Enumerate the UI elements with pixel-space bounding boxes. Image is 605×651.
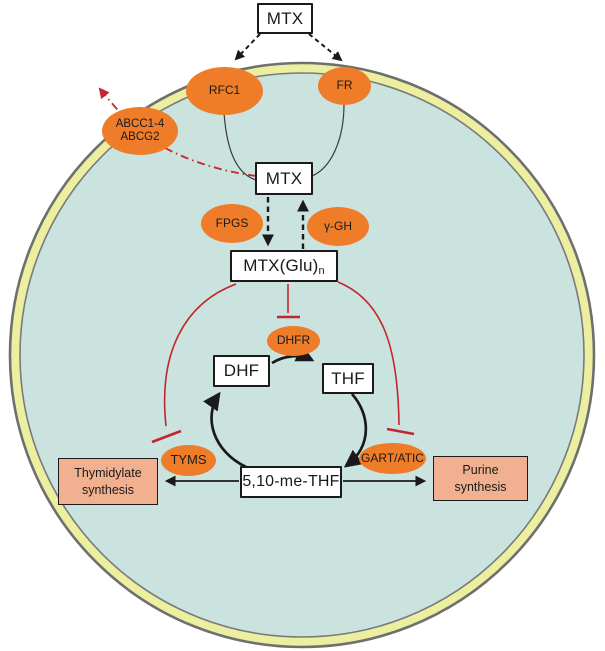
node-rfc1-transporter: RFC1 bbox=[186, 67, 263, 115]
edge-thf-to-methf bbox=[343, 393, 368, 468]
node-fr-receptor: FR bbox=[318, 67, 371, 105]
node-label-line1: ABCC1-4 bbox=[115, 117, 165, 130]
node-thymidylate-synthesis: Thymidylate synthesis bbox=[58, 458, 158, 505]
node-label: THF bbox=[331, 368, 365, 388]
node-label: MTX bbox=[265, 168, 303, 188]
node-dhf: DHF bbox=[213, 355, 270, 387]
edge-mtx-to-fr bbox=[308, 33, 343, 62]
node-thf: THF bbox=[322, 363, 374, 394]
node-mtx-intracellular: MTX bbox=[255, 162, 313, 195]
node-tyms-enzyme: TYMS bbox=[161, 445, 216, 476]
edge-mtx-to-rfc1 bbox=[234, 33, 261, 61]
node-mtx-extracellular: MTX bbox=[257, 3, 313, 34]
node-gamma-gh-enzyme: γ-GH bbox=[307, 207, 369, 246]
node-label-line1: Thymidylate bbox=[74, 466, 142, 481]
node-label: RFC1 bbox=[208, 83, 241, 98]
edge-fr-to-mtx bbox=[311, 103, 345, 177]
edge-inhibit-gart bbox=[337, 281, 400, 426]
node-label: DHF bbox=[223, 361, 260, 380]
node-label: TYMS bbox=[170, 452, 207, 468]
node-label: FPGS bbox=[215, 215, 249, 230]
node-mtx-polyglutamate: MTX(Glu)n bbox=[230, 250, 338, 282]
inhibit-bar-gart bbox=[386, 427, 415, 436]
edge-dhf-to-thf bbox=[271, 345, 315, 365]
node-label-line2: synthesis bbox=[81, 482, 135, 497]
edge-methf-to-dhf bbox=[203, 391, 247, 469]
node-label-subscript: n bbox=[318, 265, 325, 277]
node-label: GART/ATIC bbox=[361, 450, 424, 465]
node-label: MTX(Glu) bbox=[243, 256, 319, 275]
node-label: DHFR bbox=[276, 333, 311, 348]
node-5-10-me-thf: 5,10-me-THF bbox=[240, 466, 342, 498]
node-efflux-transporters: ABCC1-4 ABCG2 bbox=[102, 107, 178, 155]
node-label: γ-GH bbox=[324, 218, 352, 233]
edge-rfc1-to-mtx bbox=[223, 112, 257, 181]
node-label: 5,10-me-THF bbox=[242, 473, 340, 490]
node-label-line2: ABCG2 bbox=[120, 131, 160, 143]
edge-inhibit-tyms bbox=[163, 283, 237, 427]
node-label-line2: synthesis bbox=[454, 479, 507, 494]
inhibit-bar-tyms bbox=[151, 429, 182, 444]
node-gart-atic-enzyme: GART/ATIC bbox=[359, 443, 426, 474]
node-label: MTX bbox=[266, 8, 304, 28]
edge-mtx-efflux bbox=[98, 87, 257, 177]
node-fpgs-enzyme: FPGS bbox=[201, 204, 263, 243]
node-label: FR bbox=[336, 78, 353, 93]
node-dhfr-enzyme: DHFR bbox=[267, 326, 320, 356]
node-purine-synthesis: Purine synthesis bbox=[433, 456, 528, 501]
node-label-line1: Purine bbox=[462, 463, 499, 478]
